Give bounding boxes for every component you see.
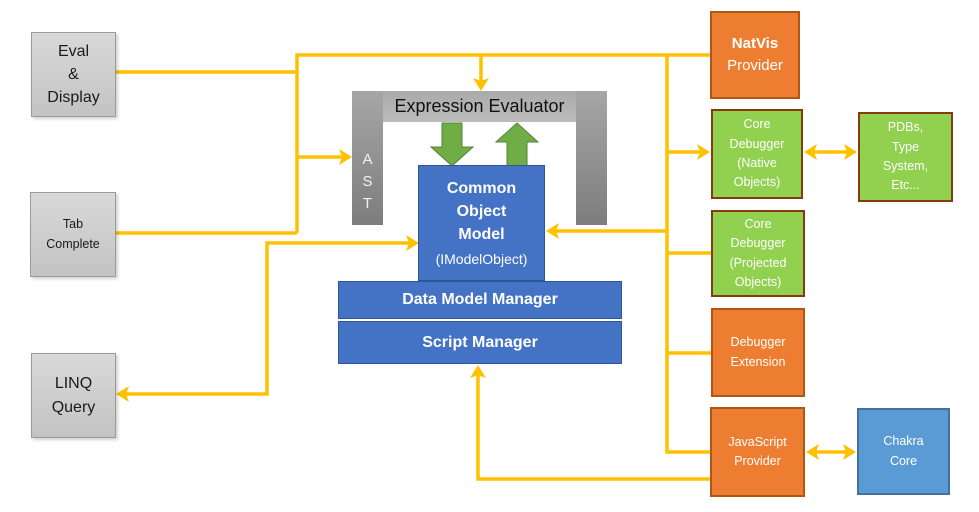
debugger-extension-box: Debugger Extension: [711, 308, 805, 397]
data-model-manager-box: Data Model Manager: [338, 281, 622, 319]
natvis-title: NatVis: [731, 34, 779, 52]
pdbs-label: PDBs, Type System, Etc...: [882, 120, 929, 193]
ast-column: A S T: [352, 91, 383, 225]
eval-display-box: Eval & Display: [31, 32, 116, 117]
chakra-core-label: Chakra Core: [883, 434, 924, 468]
arrow-into-ast: [297, 149, 352, 165]
expression-evaluator-bar: Expression Evaluator: [383, 91, 576, 122]
evaluator-right-column: [576, 91, 607, 225]
chakra-core-box: Chakra Core: [857, 408, 950, 495]
ast-label: A S T: [362, 151, 373, 212]
linq-query-label: LINQ Query: [51, 375, 96, 416]
common-object-model-box: Common Object Model (IModelObject): [418, 165, 545, 281]
natvis-subtitle: Provider: [727, 57, 783, 74]
javascript-provider-label: JavaScript Provider: [728, 434, 787, 468]
expression-evaluator-label: Expression Evaluator: [394, 96, 565, 116]
arrow-js-provider-to-script-manager: [470, 365, 711, 481]
tab-complete-box: Tab Complete: [30, 192, 116, 277]
javascript-provider-box: JavaScript Provider: [710, 407, 805, 497]
natvis-provider-box: NatVis Provider: [710, 11, 800, 99]
data-model-manager-label: Data Model Manager: [402, 291, 558, 308]
common-object-model-title: Common Object Model: [446, 180, 517, 244]
green-arrow-down-evaluator-to-com: [429, 122, 475, 167]
core-debugger-projected-box: Core Debugger (Projected Objects): [711, 210, 805, 297]
double-arrow-js-chakra: [806, 444, 856, 460]
arrow-into-expression-evaluator: [473, 55, 489, 91]
arrow-into-com-right: [546, 223, 667, 239]
tab-complete-label: Tab Complete: [46, 217, 100, 251]
arrow-into-core-debugger-native: [667, 144, 710, 160]
core-debugger-native-label: Core Debugger (Native Objects): [729, 117, 785, 190]
double-arrow-native-pdbs: [804, 144, 857, 160]
eval-display-label: Eval & Display: [47, 42, 100, 107]
core-debugger-projected-label: Core Debugger (Projected Objects): [729, 216, 787, 289]
core-debugger-native-box: Core Debugger (Native Objects): [711, 109, 803, 199]
connector-right-bus: [665, 55, 710, 454]
linq-query-box: LINQ Query: [31, 353, 116, 438]
debugger-extension-label: Debugger Extension: [730, 335, 786, 369]
script-manager-box: Script Manager: [338, 321, 622, 364]
script-manager-label: Script Manager: [422, 333, 538, 351]
green-arrow-up-com-to-evaluator: [494, 122, 540, 167]
pdbs-box: PDBs, Type System, Etc...: [858, 112, 953, 202]
common-object-model-subtitle: (IModelObject): [435, 250, 528, 267]
